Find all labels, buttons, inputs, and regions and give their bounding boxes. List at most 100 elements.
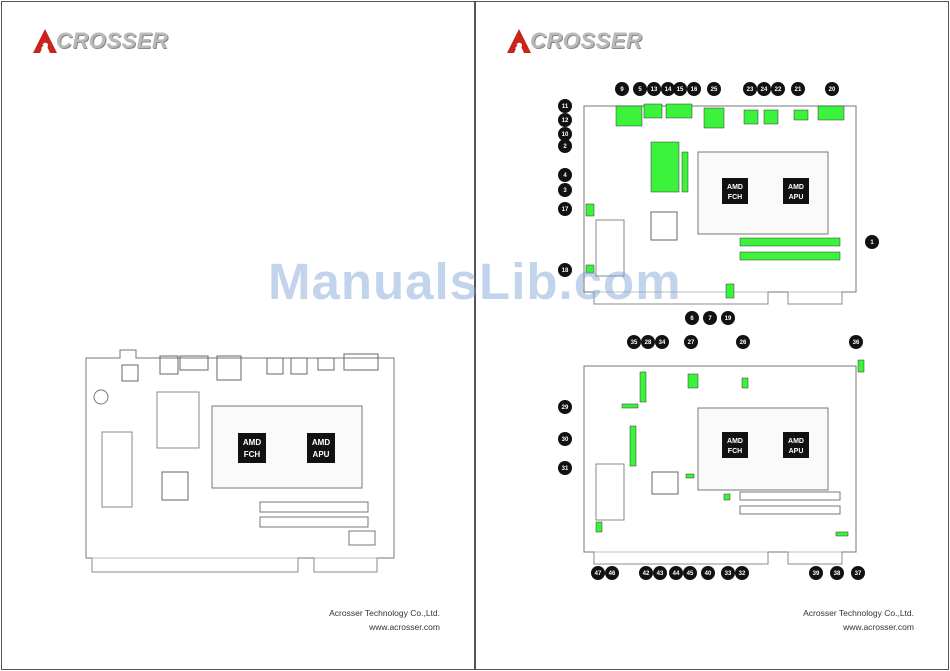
- callout-6: 6: [685, 311, 699, 325]
- svg-text:44: 44: [673, 571, 680, 577]
- svg-text:34: 34: [659, 340, 666, 346]
- callout-33: 33: [721, 566, 735, 580]
- acrosser-logo-right: a CROSSER: [506, 26, 642, 56]
- svg-text:39: 39: [813, 571, 820, 577]
- svg-text:12: 12: [562, 118, 569, 124]
- callout-34: 34: [655, 335, 669, 349]
- callout-25: 25: [707, 82, 721, 96]
- amd-fch-chip: AMD FCH: [238, 433, 266, 463]
- logo-mark: a: [32, 28, 58, 54]
- svg-text:29: 29: [562, 405, 569, 411]
- callout-10: 10: [558, 127, 572, 141]
- svg-text:14: 14: [665, 87, 672, 93]
- amd-apu-chip: AMD APU: [307, 433, 335, 463]
- svg-text:6: 6: [690, 316, 694, 322]
- svg-text:37: 37: [855, 571, 862, 577]
- svg-text:17: 17: [562, 207, 569, 213]
- logo-text: CROSSER: [530, 28, 643, 53]
- fch-line2-top: FCH: [728, 194, 742, 201]
- logo-letter: a: [41, 38, 48, 53]
- logo-mark: a: [506, 28, 532, 54]
- callout-22: 22: [771, 82, 785, 96]
- fch-line2: FCH: [244, 450, 261, 459]
- footer-url: www.acrosser.com: [369, 622, 440, 632]
- callout-11: 11: [558, 99, 572, 113]
- svg-text:25: 25: [711, 87, 718, 93]
- callout-2: 2: [558, 139, 572, 153]
- svg-text:16: 16: [691, 87, 698, 93]
- callout-29: 29: [558, 400, 572, 414]
- callout-18: 18: [558, 263, 572, 277]
- svg-text:42: 42: [643, 571, 650, 577]
- callout-24: 24: [757, 82, 771, 96]
- footer-url: www.acrosser.com: [843, 622, 914, 632]
- right-page: a CROSSER: [475, 1, 949, 670]
- callout-28: 28: [641, 335, 655, 349]
- callout-38: 38: [830, 566, 844, 580]
- callout-4: 4: [558, 168, 572, 182]
- edge-connector: [91, 557, 378, 573]
- apu-line2-bottom: APU: [789, 448, 804, 455]
- svg-text:7: 7: [708, 316, 712, 322]
- svg-text:26: 26: [740, 340, 747, 346]
- svg-text:2: 2: [563, 144, 567, 150]
- svg-text:27: 27: [688, 340, 695, 346]
- svg-text:11: 11: [562, 104, 569, 110]
- callout-3: 3: [558, 183, 572, 197]
- callout-7: 7: [703, 311, 717, 325]
- fch-line2-bottom: FCH: [728, 448, 742, 455]
- svg-text:5: 5: [638, 87, 642, 93]
- svg-text:31: 31: [562, 466, 569, 472]
- callout-20: 20: [825, 82, 839, 96]
- callout-13: 13: [647, 82, 661, 96]
- bottom-board: AMD FCH AMD APU: [583, 359, 865, 565]
- fch-line1: AMD: [243, 438, 261, 447]
- svg-text:22: 22: [775, 87, 782, 93]
- svg-text:19: 19: [725, 316, 732, 322]
- logo-text: CROSSER: [56, 28, 169, 53]
- fch-line1-top: AMD: [727, 184, 743, 191]
- left-page: a CROSSER: [1, 1, 475, 670]
- svg-text:33: 33: [725, 571, 732, 577]
- svg-text:38: 38: [834, 571, 841, 577]
- callout-44: 44: [669, 566, 683, 580]
- callout-31: 31: [558, 461, 572, 475]
- callout-23: 23: [743, 82, 757, 96]
- svg-text:4: 4: [563, 173, 567, 179]
- svg-text:28: 28: [645, 340, 652, 346]
- svg-text:13: 13: [651, 87, 658, 93]
- callout-17: 17: [558, 202, 572, 216]
- callout-32: 32: [735, 566, 749, 580]
- callout-47: 47: [591, 566, 605, 580]
- board-diagram-left: AMD FCH AMD APU: [85, 349, 395, 573]
- callout-26: 26: [736, 335, 750, 349]
- callout-5: 5: [633, 82, 647, 96]
- callout-14: 14: [661, 82, 675, 96]
- svg-text:10: 10: [562, 132, 569, 138]
- fch-line1-bottom: AMD: [727, 438, 743, 445]
- svg-text:30: 30: [562, 437, 569, 443]
- apu-line1-bottom: AMD: [788, 438, 804, 445]
- svg-text:20: 20: [829, 87, 836, 93]
- svg-text:46: 46: [609, 571, 616, 577]
- svg-text:23: 23: [747, 87, 754, 93]
- callout-30: 30: [558, 432, 572, 446]
- callout-35: 35: [627, 335, 641, 349]
- svg-text:21: 21: [795, 87, 802, 93]
- svg-text:15: 15: [677, 87, 684, 93]
- footer-company: Acrosser Technology Co.,Ltd.: [803, 608, 914, 618]
- svg-text:40: 40: [705, 571, 712, 577]
- top-board: AMD FCH AMD APU: [583, 103, 857, 305]
- svg-text:36: 36: [853, 340, 860, 346]
- svg-text:24: 24: [761, 87, 768, 93]
- svg-text:18: 18: [562, 268, 569, 274]
- callout-46: 46: [605, 566, 619, 580]
- callout-12: 12: [558, 113, 572, 127]
- acrosser-logo: a CROSSER: [32, 26, 168, 56]
- apu-line2: APU: [313, 450, 330, 459]
- svg-text:45: 45: [687, 571, 694, 577]
- apu-line1-top: AMD: [788, 184, 804, 191]
- svg-text:1: 1: [870, 240, 874, 246]
